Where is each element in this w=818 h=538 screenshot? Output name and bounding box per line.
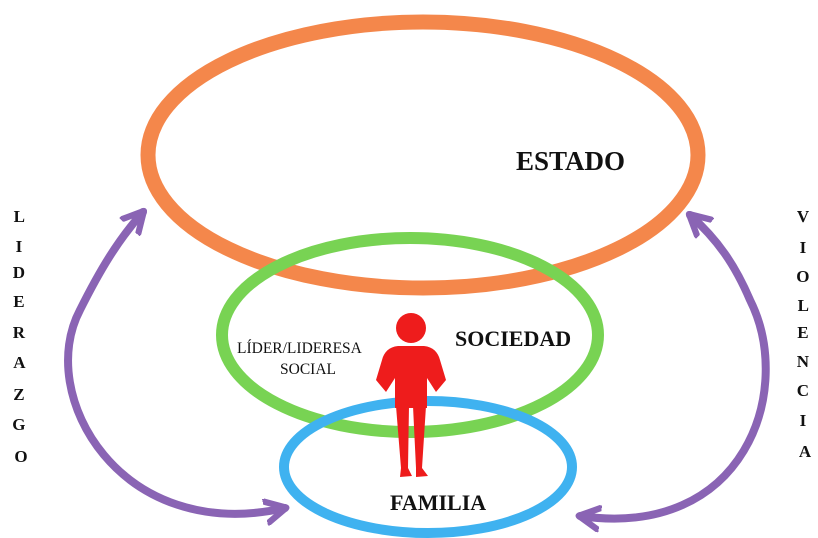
liderazgo-letter: E bbox=[13, 292, 24, 311]
violencia-letter: O bbox=[796, 267, 809, 286]
liderazgo-letter: R bbox=[13, 323, 26, 342]
violencia-letter: E bbox=[797, 323, 808, 342]
liderazgo-letter: A bbox=[13, 353, 26, 372]
leader-label-line2: SOCIAL bbox=[280, 361, 336, 378]
violencia-arrow bbox=[580, 215, 770, 519]
sociedad-label: SOCIEDAD bbox=[455, 326, 571, 351]
person-icon bbox=[376, 313, 446, 477]
violencia-letter: I bbox=[800, 411, 807, 430]
violencia-letter: A bbox=[799, 442, 812, 461]
violencia-letter: C bbox=[797, 381, 809, 400]
liderazgo-letter: D bbox=[13, 263, 25, 282]
liderazgo-letter: Z bbox=[13, 385, 24, 404]
liderazgo-letter: I bbox=[16, 237, 23, 256]
familia-label: FAMILIA bbox=[390, 490, 486, 515]
liderazgo-vertical-label: L I D E R A Z G O bbox=[12, 207, 29, 466]
violencia-letter: V bbox=[797, 207, 810, 226]
leader-label-line1: LÍDER/LIDERESA bbox=[237, 340, 363, 357]
violencia-letter: I bbox=[800, 238, 807, 257]
violencia-vertical-label: V I O L E N C I A bbox=[796, 207, 813, 461]
liderazgo-arrow bbox=[64, 212, 285, 514]
liderazgo-letter: G bbox=[12, 415, 25, 434]
estado-label: ESTADO bbox=[516, 146, 625, 176]
estado-ellipse bbox=[140, 14, 706, 296]
violencia-letter: N bbox=[797, 352, 810, 371]
violencia-letter: L bbox=[798, 296, 809, 315]
liderazgo-letter: L bbox=[14, 207, 25, 226]
liderazgo-letter: O bbox=[14, 447, 27, 466]
